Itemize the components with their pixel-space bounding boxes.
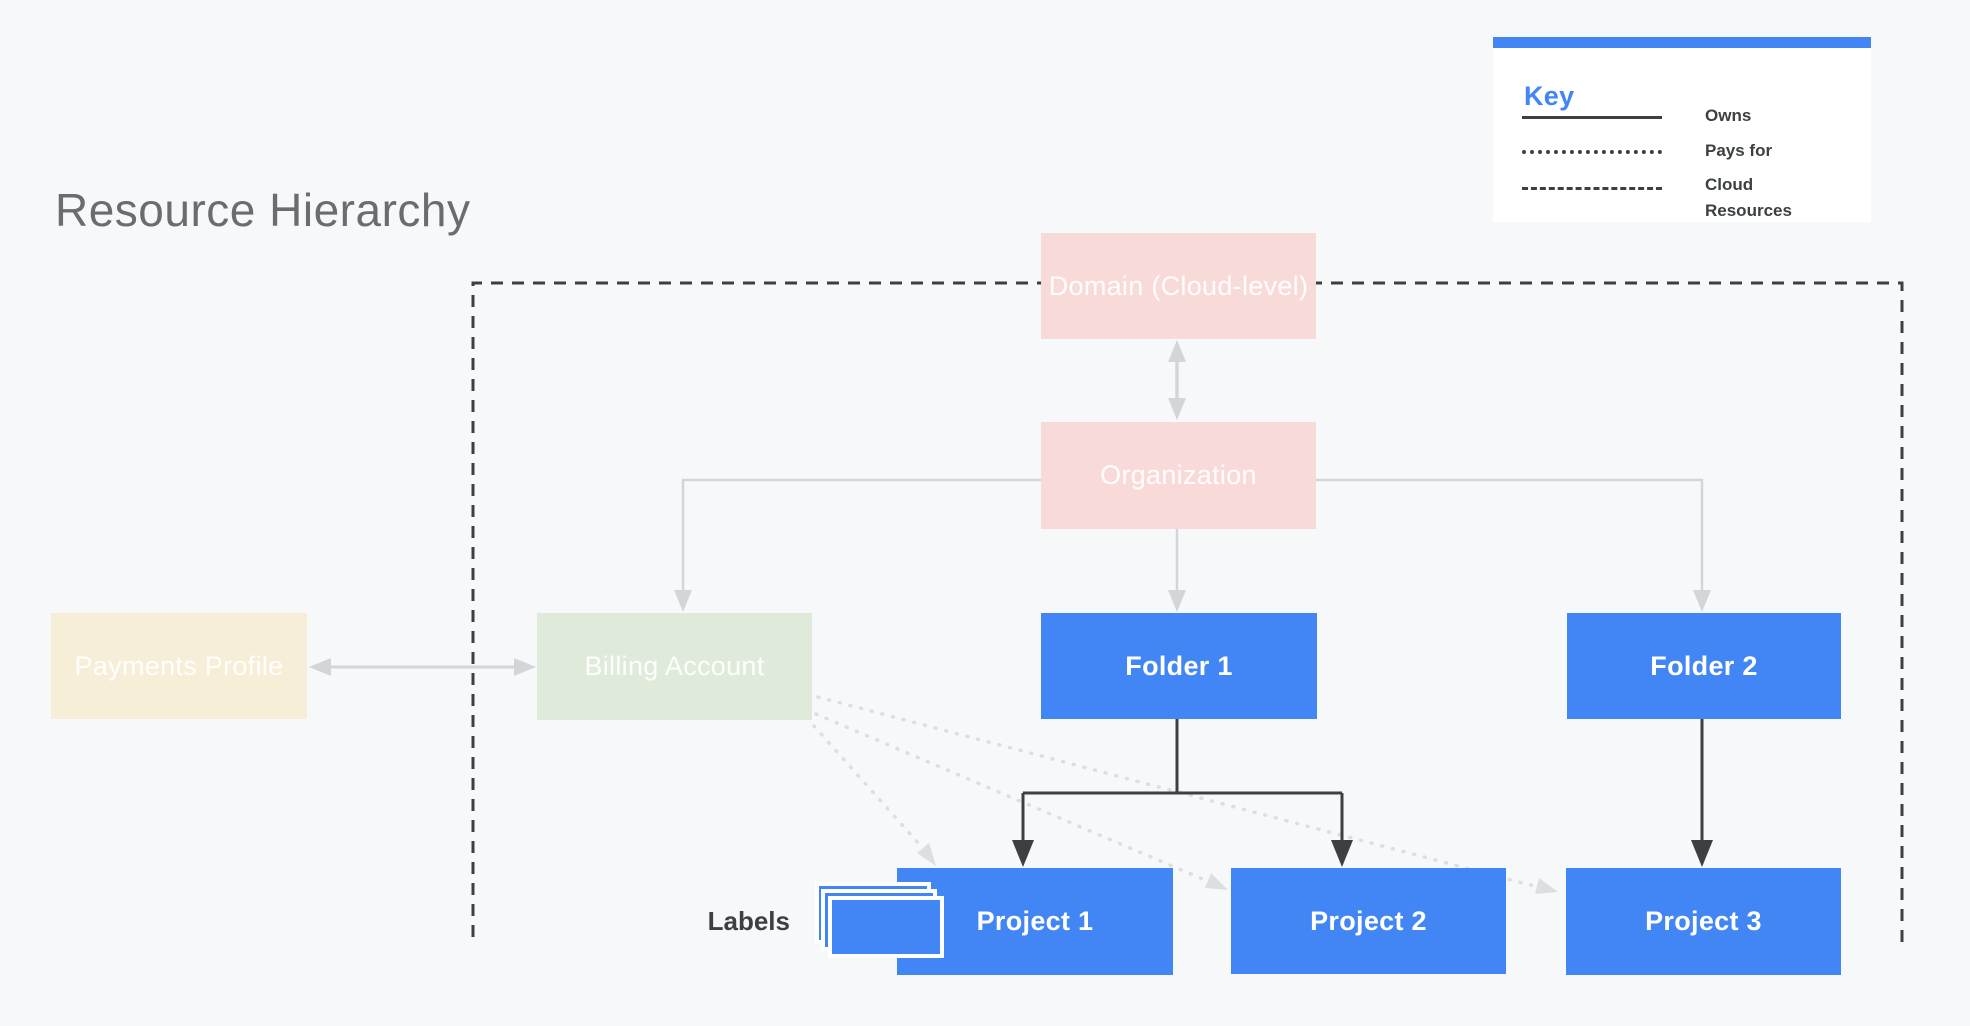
cloud-resources-line-sample: [1522, 187, 1662, 190]
owns-connector-domain-organization: [1168, 340, 1186, 420]
pays-for-connector-billing-project3: [816, 695, 1558, 894]
node-payments-profile: Payments Profile: [51, 613, 307, 719]
node-project-2: Project 2: [1231, 868, 1506, 974]
pays-for-line-sample: [1522, 150, 1662, 154]
legend-title: Key: [1524, 81, 1575, 111]
legend-body: Key Owns Pays for Cloud Resources: [1493, 48, 1871, 222]
legend-entry-cloud-resources: Cloud Resources: [1705, 175, 1792, 220]
page-title: Resource Hierarchy: [55, 184, 471, 236]
legend-accent-bar: [1493, 37, 1871, 48]
legend: Key Owns Pays for Cloud Resources: [1493, 37, 1871, 222]
owns-connector-organization-billing: [674, 478, 1041, 612]
pays-for-connector-billing-project1: [812, 724, 936, 866]
owns-connector-organization-folder1: [1168, 529, 1186, 612]
node-organization: Organization: [1041, 422, 1316, 529]
owns-connector-payments-billing: [309, 658, 536, 676]
node-folder-2: Folder 2: [1567, 613, 1841, 719]
node-domain: Domain (Cloud-level): [1041, 233, 1316, 339]
dark-connector-folder2-project3: [1691, 719, 1713, 867]
labels-stack-icon: [815, 882, 955, 962]
owns-connector-organization-folder2: [1316, 478, 1711, 612]
node-folder-1: Folder 1: [1041, 613, 1317, 719]
legend-entry-pays-for: Pays for: [1705, 141, 1773, 160]
node-billing-account: Billing Account: [537, 613, 812, 720]
labels-caption: Labels: [707, 906, 790, 936]
dark-connector-folder1-projects: [1012, 719, 1353, 867]
pays-for-connector-billing-project2: [814, 712, 1228, 890]
owns-line-sample: [1522, 116, 1662, 119]
legend-entry-owns: Owns: [1705, 106, 1752, 125]
node-project-3: Project 3: [1566, 868, 1841, 975]
label-card-front: [828, 896, 944, 958]
